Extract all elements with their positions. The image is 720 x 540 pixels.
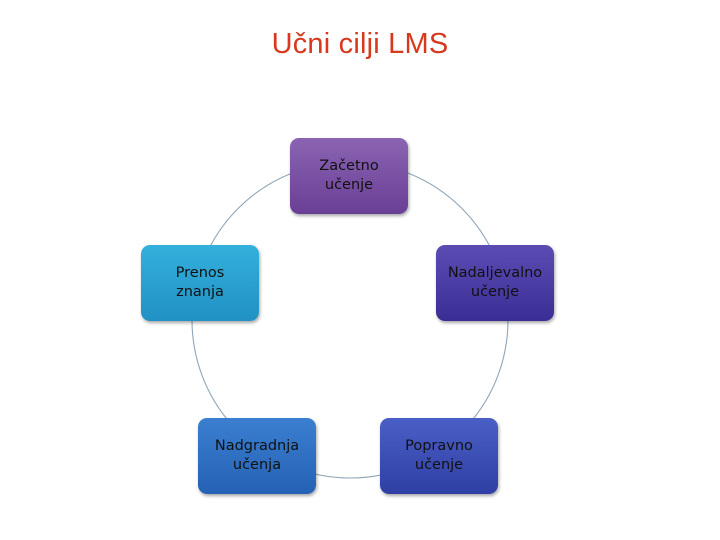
- diagram-title: Učni cilji LMS: [271, 28, 449, 60]
- node-knowledge-transfer-line2: znanja: [176, 284, 224, 300]
- node-initial-learning-line2: učenje: [324, 177, 374, 193]
- node-continuing-learning-line2: učenje: [470, 284, 520, 300]
- node-remedial-learning: Popravno učenje: [380, 418, 498, 494]
- node-continuing-learning-line1: Nadaljevalno: [447, 265, 543, 281]
- node-learning-upgrade-line2: učenja: [232, 457, 282, 473]
- node-remedial-learning-line1: Popravno: [405, 438, 473, 454]
- node-continuing-learning: Nadaljevalno učenje: [436, 245, 554, 321]
- node-learning-upgrade: Nadgradnja učenja: [198, 418, 316, 494]
- node-knowledge-transfer-line1: Prenos: [175, 265, 225, 281]
- node-initial-learning-line1: Začetno: [319, 158, 379, 174]
- node-initial-learning: Začetno učenje: [290, 138, 408, 214]
- node-knowledge-transfer: Prenos znanja: [141, 245, 259, 321]
- node-remedial-learning-line2: učenje: [414, 457, 464, 473]
- node-learning-upgrade-line1: Nadgradnja: [214, 438, 300, 454]
